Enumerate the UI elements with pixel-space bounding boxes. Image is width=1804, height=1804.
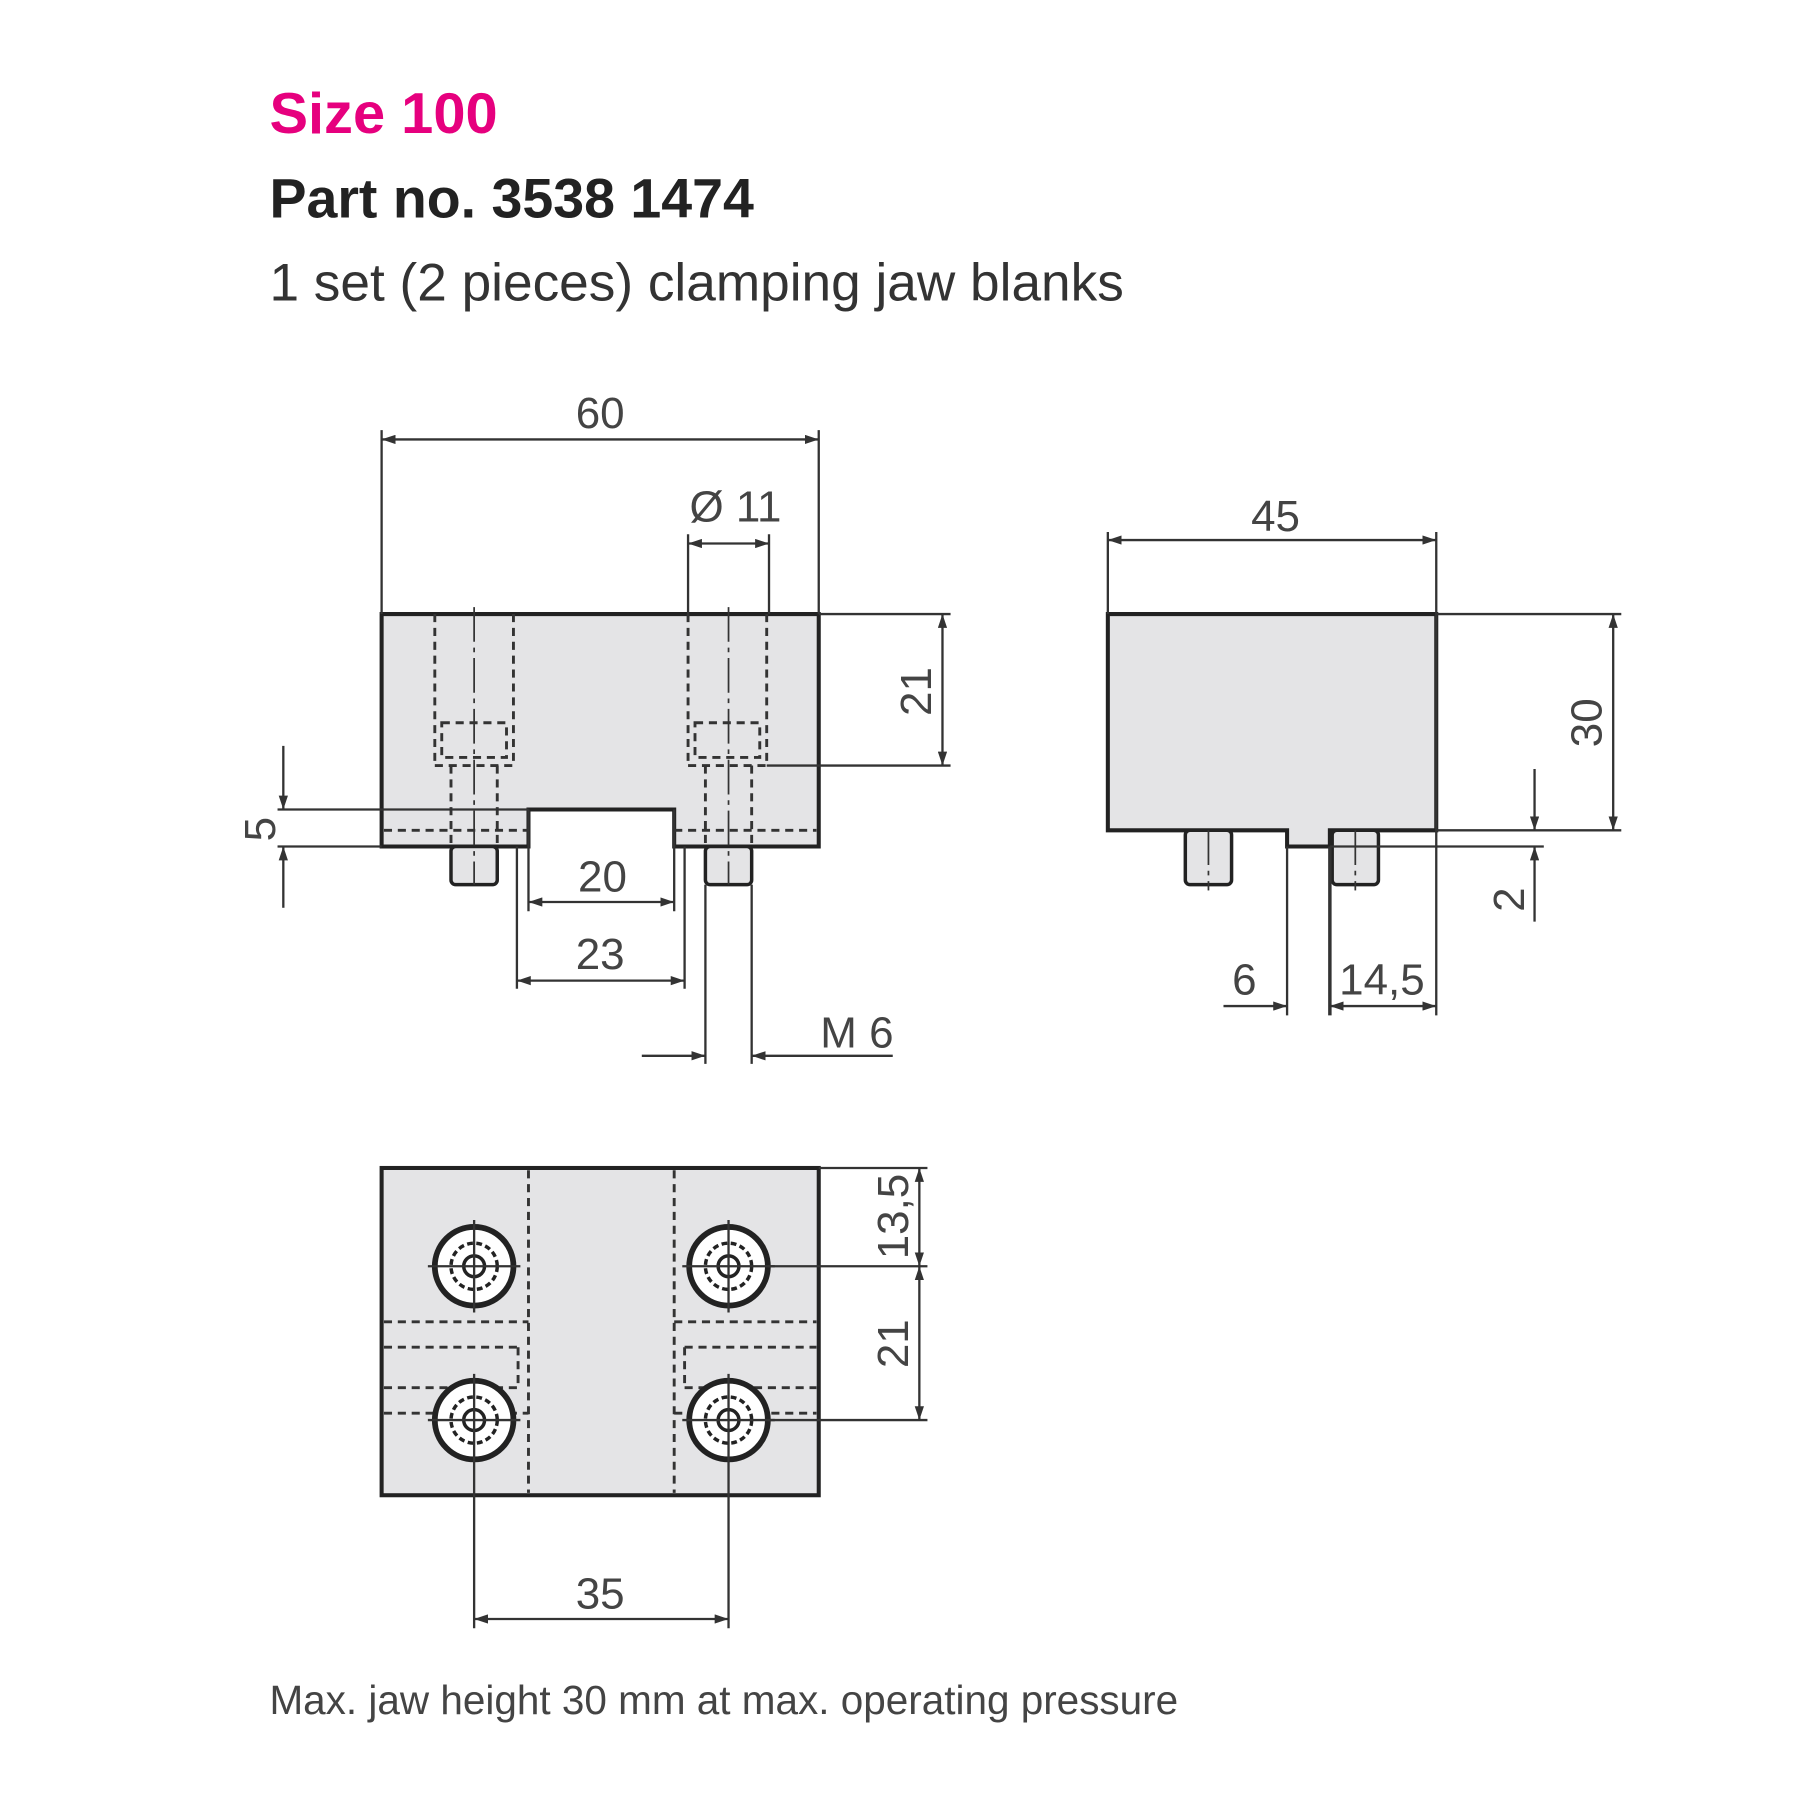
dim-side-height: 30	[1563, 698, 1612, 747]
dim-bore-diameter: Ø 11	[689, 483, 781, 532]
dim-slot-width: 6	[1232, 956, 1256, 1005]
dim-side-width: 45	[1251, 492, 1300, 541]
dim-slot-20: 20	[578, 853, 627, 902]
screw-hole-icon	[682, 1373, 775, 1629]
part-number: Part no. 3538 1474	[269, 167, 754, 229]
dim-width-60: 60	[576, 389, 625, 438]
dim-hole-pitch-y: 21	[869, 1319, 918, 1368]
dim-slot-23: 23	[576, 930, 625, 979]
part-description: 1 set (2 pieces) clamping jaw blanks	[269, 254, 1123, 313]
screw-hole-icon	[682, 1220, 775, 1313]
dim-thread: M 6	[820, 1009, 893, 1058]
dim-step-height: 5	[236, 817, 285, 841]
screw-hole-icon	[427, 1373, 521, 1629]
hidden-bore-left	[433, 607, 515, 885]
dim-bore-depth: 21	[892, 667, 941, 716]
size-title: Size 100	[269, 82, 497, 146]
dim-slot-distance: 14,5	[1339, 956, 1425, 1005]
footer-note: Max. jaw height 30 mm at max. operating …	[269, 1677, 1178, 1723]
hidden-bore-right	[686, 607, 769, 885]
side-view: 45 30 2 6 14,5	[1105, 492, 1622, 1016]
dim-edge-to-hole: 13,5	[869, 1174, 918, 1260]
front-view: 60 Ø 11 21 5 20 23 M 6	[236, 389, 951, 1064]
top-view: 13,5 21 35	[379, 1165, 928, 1629]
screw-hole-icon	[427, 1220, 521, 1313]
dim-hole-pitch-x: 35	[576, 1570, 625, 1619]
dim-offset: 2	[1485, 887, 1534, 911]
